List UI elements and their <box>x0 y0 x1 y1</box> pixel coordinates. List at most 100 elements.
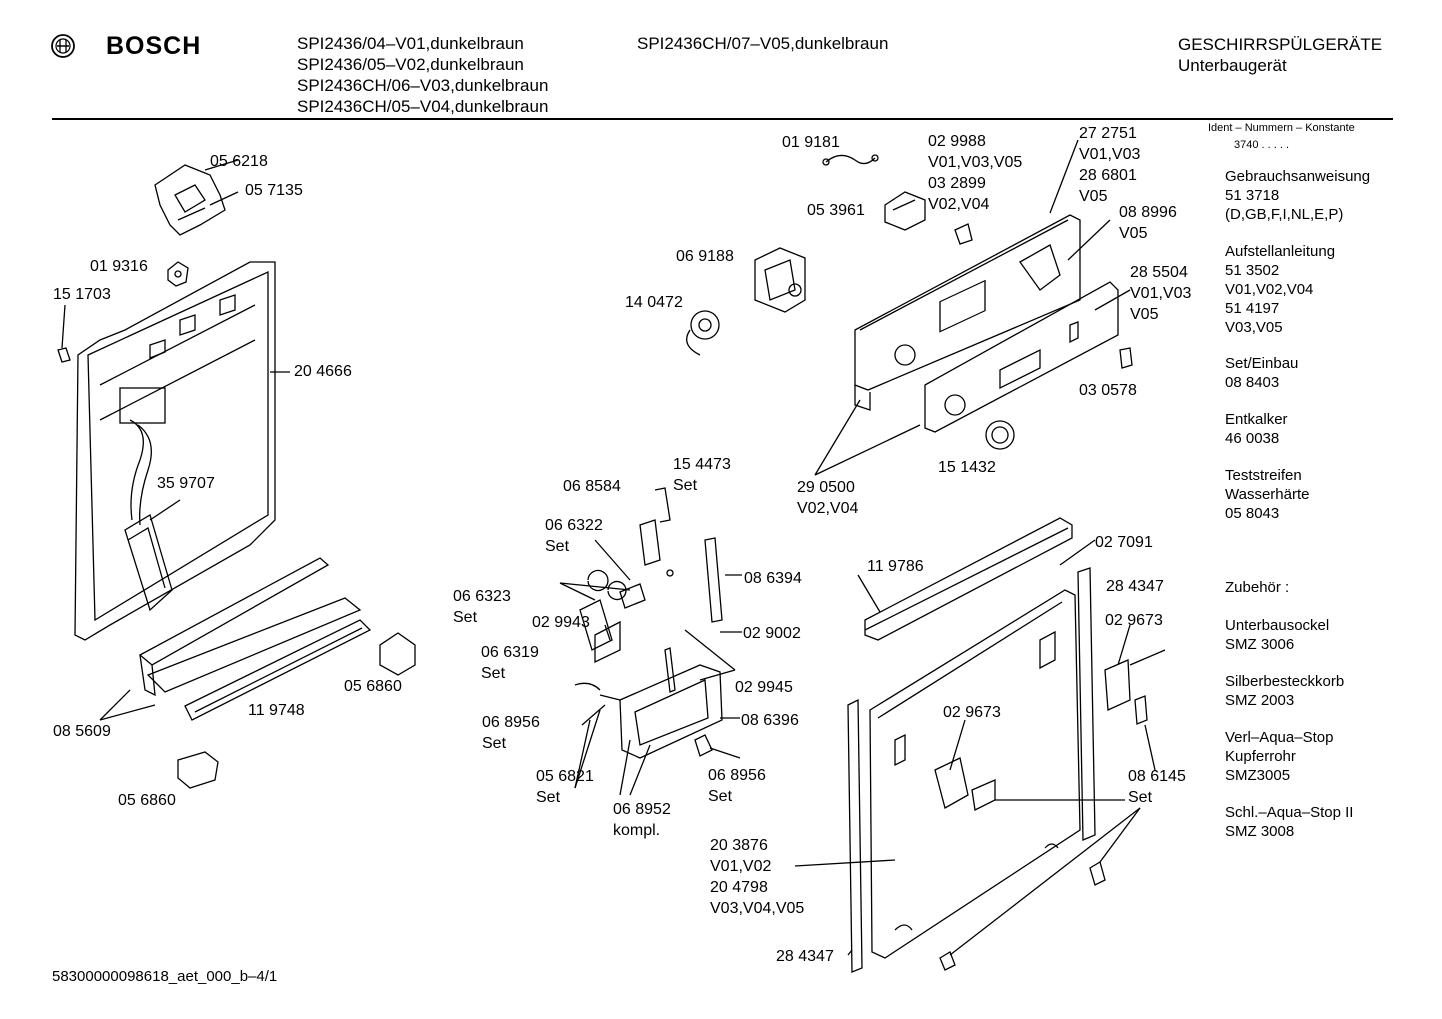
knob-140472-drawing <box>686 310 720 356</box>
part-label: Set <box>453 609 478 626</box>
part-label-group: 27 2751 V01,V03 28 6801 V05 <box>1079 123 1140 207</box>
part-label: 15 1703 <box>53 286 111 303</box>
sidebar-line: Unterbausockel <box>1225 617 1330 634</box>
leader-285504 <box>1094 289 1131 311</box>
part-label: 35 9707 <box>157 475 215 492</box>
sidebar-line: SMZ 3008 <box>1225 823 1295 840</box>
part-label: 02 7091 <box>1095 534 1153 551</box>
part-label: 14 0472 <box>625 294 683 311</box>
part-label: Set <box>708 788 733 805</box>
sidebar-accessories-heading: Zubehör : <box>1225 578 1289 597</box>
sidebar-install-set: Set/Einbau 08 8403 <box>1225 354 1298 392</box>
part-label: 05 6860 <box>344 678 402 695</box>
part-label: V05 <box>1079 188 1108 205</box>
part-label: 08 6396 <box>741 712 799 729</box>
top-strip-119786-drawing <box>864 517 1073 641</box>
part-label: kompl. <box>613 822 661 839</box>
part-label: 06 9188 <box>676 248 734 265</box>
leader-029943 <box>604 624 611 641</box>
hinge-029673-drawing <box>1089 649 1166 886</box>
part-label-group: 06 6323 Set <box>453 586 511 628</box>
part-label: 11 9748 <box>248 702 305 719</box>
leader-359707 <box>149 499 181 521</box>
ident-label: Ident – Nummern – Konstante <box>1208 122 1355 134</box>
part-label: Set <box>481 665 506 682</box>
part-label: V01,V03 <box>1130 285 1192 302</box>
part-label: 27 2751 <box>1079 125 1137 142</box>
part-label-group: 06 8952 kompl. <box>613 799 671 841</box>
part-label: 01 9181 <box>782 134 840 151</box>
model-entry: SPI2436/04–V01,dunkelbraun <box>297 34 524 53</box>
button-030578-drawing <box>1119 347 1133 369</box>
sidebar-line: 05 8043 <box>1225 505 1280 522</box>
part-label-group: 15 4473 Set <box>673 454 731 496</box>
leader-027091 <box>1059 539 1096 566</box>
part-label: 06 6319 <box>481 644 539 661</box>
part-label: 02 9988 <box>928 133 986 150</box>
part-label: 05 6860 <box>118 792 176 809</box>
part-label-group: 06 8956 Set <box>708 765 766 807</box>
bracket-056218-drawing <box>154 159 239 236</box>
part-label: 05 6218 <box>210 153 268 170</box>
ident-value: 3740 . . . . . <box>1234 139 1290 151</box>
part-label: 06 8956 <box>708 767 766 784</box>
part-label: 28 4347 <box>776 948 834 965</box>
part-label: V02,V04 <box>797 500 859 517</box>
sidebar-line: Entkalker <box>1225 411 1288 428</box>
sidebar-line: Wasserhärte <box>1225 486 1310 503</box>
part-label: Set <box>536 789 561 806</box>
part-label: V05 <box>1119 225 1148 242</box>
part-label: 15 1432 <box>938 459 996 476</box>
part-label: V01,V02 <box>710 858 772 875</box>
sidebar-line: (D,GB,F,I,NL,E,P) <box>1225 206 1344 223</box>
leader-284347b <box>847 949 853 956</box>
part-label: Set <box>673 477 698 494</box>
part-label: 06 6323 <box>453 588 511 605</box>
part-label-group: 02 9988 V01,V03,V05 03 2899 V02,V04 <box>928 131 1022 215</box>
part-label: Set <box>545 538 570 555</box>
sidebar-descaler: Entkalker 46 0038 <box>1225 410 1288 448</box>
part-label: Set <box>482 735 507 752</box>
sidebar-line: 08 8403 <box>1225 374 1280 391</box>
part-label: 06 8584 <box>563 478 621 495</box>
outer-door-panel-drawing <box>869 589 1081 971</box>
part-label: 20 4798 <box>710 879 768 896</box>
part-label: V02,V04 <box>928 196 990 213</box>
part-label-group: 28 5504 V01,V03 V05 <box>1130 262 1191 325</box>
part-label: 28 5504 <box>1130 264 1188 281</box>
sidebar-line: Zubehör : <box>1225 579 1290 596</box>
part-label: 05 6821 <box>536 768 594 785</box>
sidebar-line: Verl–Aqua–Stop <box>1225 729 1334 746</box>
sidebar-aqua-stop-hose: Schl.–Aqua–Stop II SMZ 3008 <box>1225 803 1353 841</box>
part-label: 02 9945 <box>735 679 793 696</box>
sidebar-line: SMZ 2003 <box>1225 692 1295 709</box>
sidebar-aqua-stop-extension: Verl–Aqua–Stop Kupferrohr SMZ3005 <box>1225 728 1333 785</box>
leader-290500b <box>814 424 921 476</box>
door-lock-assembly-drawing <box>574 487 723 759</box>
sidebar-line: Gebrauchsanweisung <box>1225 168 1371 185</box>
inner-door-panel-drawing <box>74 261 276 641</box>
part-label: 08 6145 <box>1128 768 1186 785</box>
part-label: 05 3961 <box>807 202 865 219</box>
part-label-group: 08 8996 V05 <box>1119 202 1177 244</box>
sidebar-cutlery-basket: Silberbesteckkorb SMZ 2003 <box>1225 672 1344 710</box>
sidebar-line: 51 4197 <box>1225 300 1280 317</box>
leader-119786 <box>857 574 881 613</box>
category-title: GESCHIRRSPÜLGERÄTE <box>1178 35 1383 54</box>
part-label: 08 8996 <box>1119 204 1177 221</box>
control-panel-drawing <box>854 214 1081 411</box>
part-label: Set <box>1128 789 1153 806</box>
leader-056821 <box>574 709 601 789</box>
part-label: 29 0500 <box>797 479 855 496</box>
cable-019181-drawing <box>822 154 879 166</box>
sidebar-line: SMZ 3006 <box>1225 636 1295 653</box>
leader-068952 <box>619 739 631 796</box>
bracket-053961-drawing <box>884 191 973 245</box>
part-label: 01 9316 <box>90 258 148 275</box>
end-cap-056860-drawing <box>177 632 416 789</box>
side-strip-284347-drawing <box>847 567 1096 973</box>
leader-066323 <box>559 582 631 591</box>
part-label: 02 9673 <box>1105 612 1163 629</box>
timer-069188-drawing <box>754 247 806 313</box>
leader-203876 <box>794 859 896 867</box>
